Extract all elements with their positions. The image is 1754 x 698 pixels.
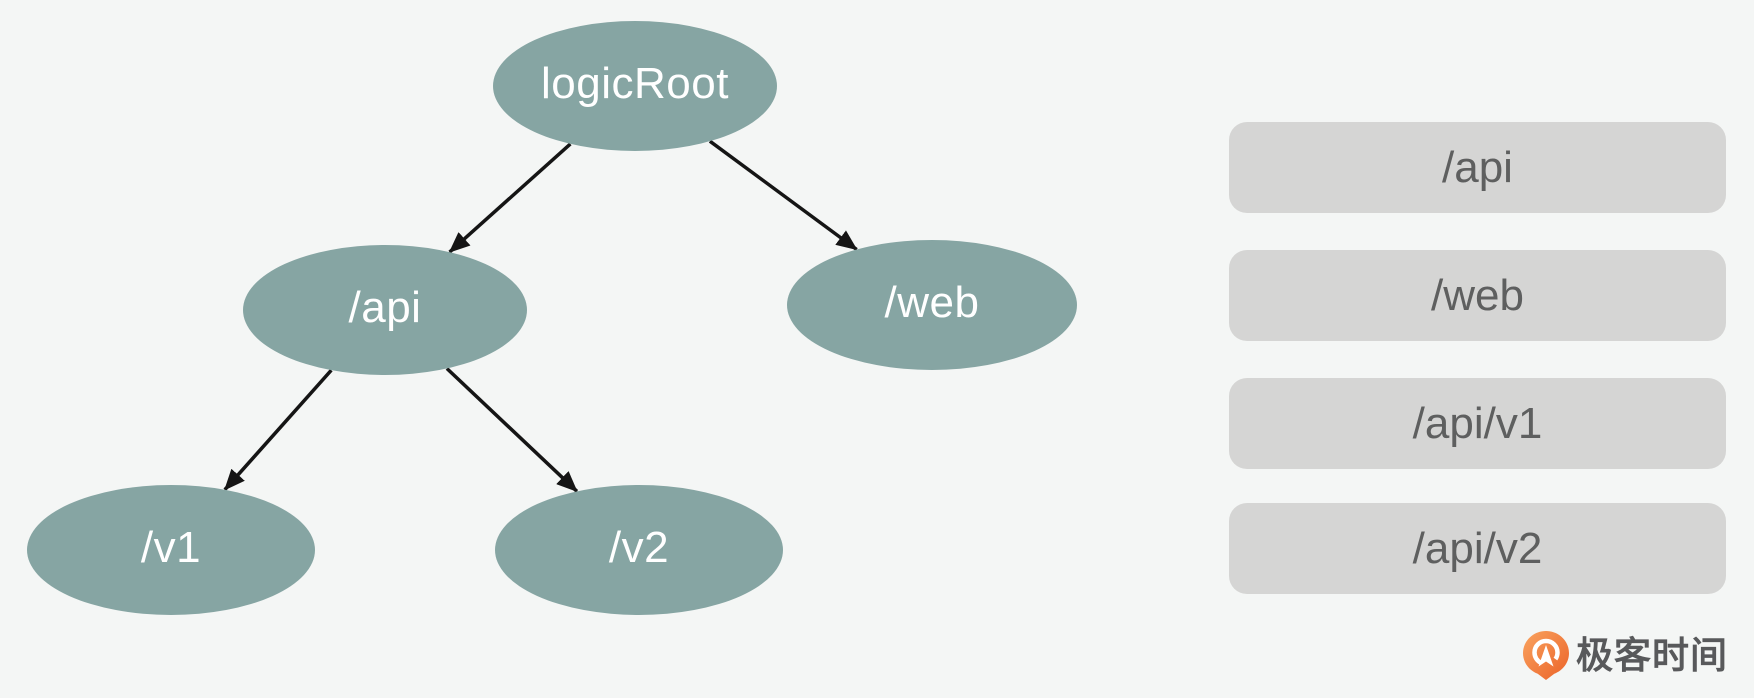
path-box-2: /web <box>1229 250 1726 341</box>
edge-arrow-logicRoot-to-api <box>448 142 572 254</box>
tree-node-logicRoot: logicRoot <box>493 21 777 151</box>
tree-node-web: /web <box>787 240 1077 370</box>
node-label: logicRoot <box>541 59 729 108</box>
tree-node-v1: /v1 <box>27 485 315 615</box>
node-label: /web <box>884 278 980 327</box>
tree-node-api: /api <box>243 245 527 375</box>
brand-name: 极客时间 <box>1576 635 1728 676</box>
node-label: /v1 <box>140 523 202 572</box>
path-box-3: /api/v1 <box>1229 378 1726 469</box>
edge-arrow-api-to-v2 <box>445 367 579 493</box>
brand-logo: 极客时间 <box>1523 631 1728 680</box>
node-label: /v2 <box>608 523 670 572</box>
path-label: /web <box>1431 270 1524 320</box>
path-label: /api/v2 <box>1412 523 1543 573</box>
path-label: /api/v1 <box>1412 398 1543 448</box>
path-label: /api <box>1442 142 1513 192</box>
geektime-pin-icon <box>1523 631 1569 680</box>
path-box-4: /api/v2 <box>1229 503 1726 594</box>
edge-arrow-api-to-v1 <box>223 369 333 491</box>
node-label: /api <box>348 283 422 332</box>
edge-arrow-logicRoot-to-web <box>708 139 858 251</box>
tree-node-v2: /v2 <box>495 485 783 615</box>
path-box-1: /api <box>1229 122 1726 213</box>
